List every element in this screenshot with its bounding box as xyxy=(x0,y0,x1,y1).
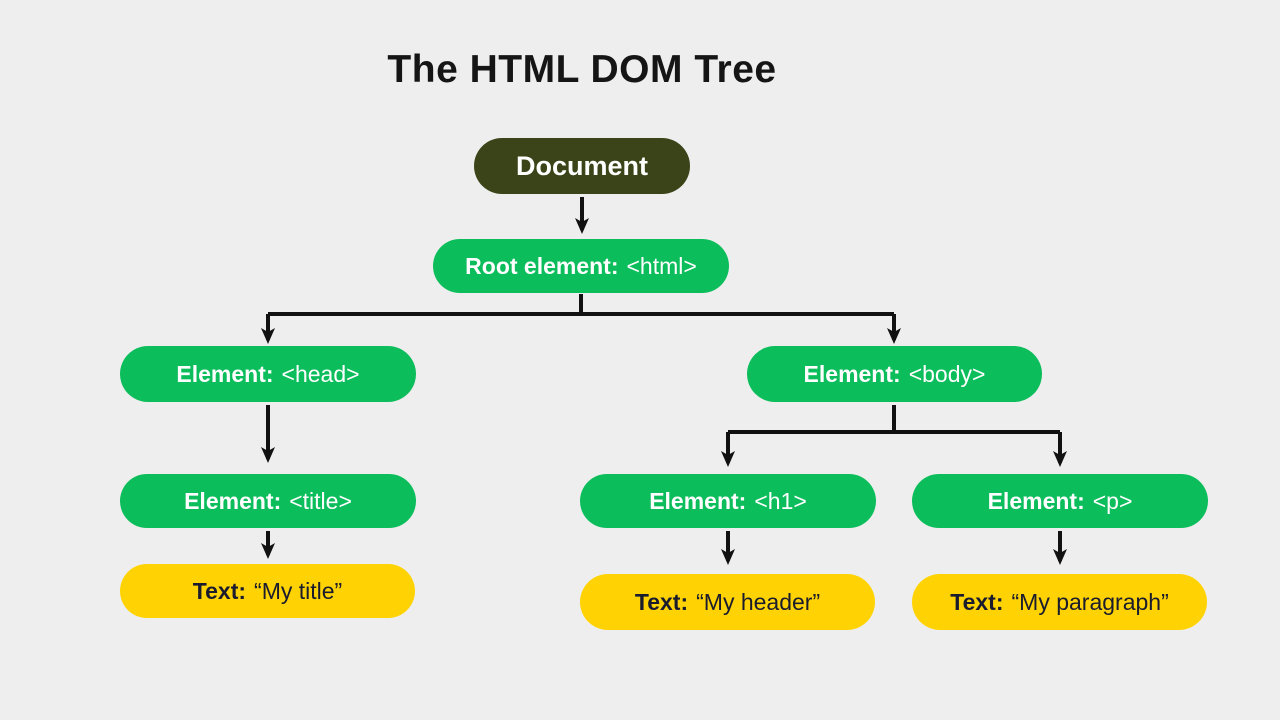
node-element-h1: Element: <h1> xyxy=(580,474,876,528)
node-element-p: Element: <p> xyxy=(912,474,1208,528)
node-title-label: Element: xyxy=(184,487,282,514)
node-text-header-value: “My header” xyxy=(696,588,821,615)
node-element-title: Element: <title> xyxy=(120,474,416,528)
page-title: The HTML DOM Tree xyxy=(387,48,777,91)
node-head-label: Element: xyxy=(176,360,274,387)
node-h1-label: Element: xyxy=(649,487,747,514)
node-document-label: Document xyxy=(515,150,648,181)
node-element-head: Element: <head> xyxy=(120,346,416,402)
node-document: Document xyxy=(474,138,690,194)
connector-body-branch xyxy=(728,405,1060,434)
node-element-body: Element: <body> xyxy=(747,346,1042,402)
node-text-paragraph: Text: “My paragraph” xyxy=(912,574,1207,630)
node-body-label: Element: xyxy=(803,360,901,387)
node-text-title-label: Text: xyxy=(192,577,247,604)
node-head-value: <head> xyxy=(281,360,360,387)
node-title-value: <title> xyxy=(289,487,352,514)
node-text-header-label: Text: xyxy=(634,588,689,615)
node-p-value: <p> xyxy=(1092,487,1133,514)
node-text-title-value: “My title” xyxy=(254,577,343,604)
node-text-title: Text: “My title” xyxy=(120,564,415,618)
node-body-value: <body> xyxy=(908,360,986,387)
node-text-header: Text: “My header” xyxy=(580,574,875,630)
node-root-element: Root element: <html> xyxy=(433,239,729,293)
node-p-label: Element: xyxy=(987,487,1085,514)
node-text-paragraph-label: Text: xyxy=(950,588,1004,615)
node-text-paragraph-value: “My paragraph” xyxy=(1011,588,1169,615)
node-root-label: Root element: xyxy=(465,252,619,279)
node-h1-value: <h1> xyxy=(754,487,807,514)
node-root-value: <html> xyxy=(626,252,697,279)
connector-root-branch xyxy=(268,294,894,316)
